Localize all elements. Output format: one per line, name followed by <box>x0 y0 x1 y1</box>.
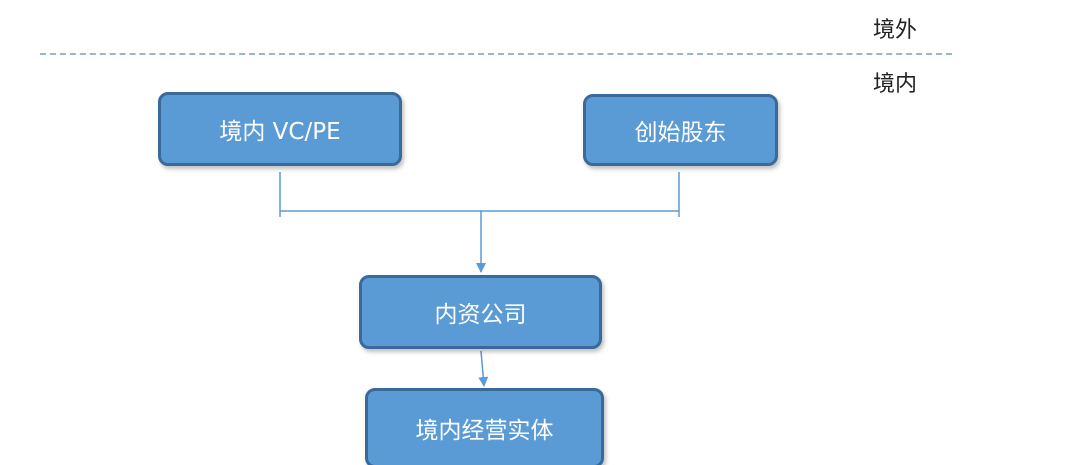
border-divider-line <box>40 53 952 55</box>
node-domestic-company: 内资公司 <box>359 275 602 349</box>
overseas-region-label: 境外 <box>873 18 918 43</box>
domestic-region-label: 境内 <box>873 72 918 97</box>
node-founding-shareholders: 创始股东 <box>583 94 778 166</box>
node-domestic-vc-pe: 境内 VC/PE <box>158 92 402 166</box>
node-domestic-operating-entity: 境内经营实体 <box>365 388 604 465</box>
arrow-to-operating-entity <box>478 350 489 387</box>
